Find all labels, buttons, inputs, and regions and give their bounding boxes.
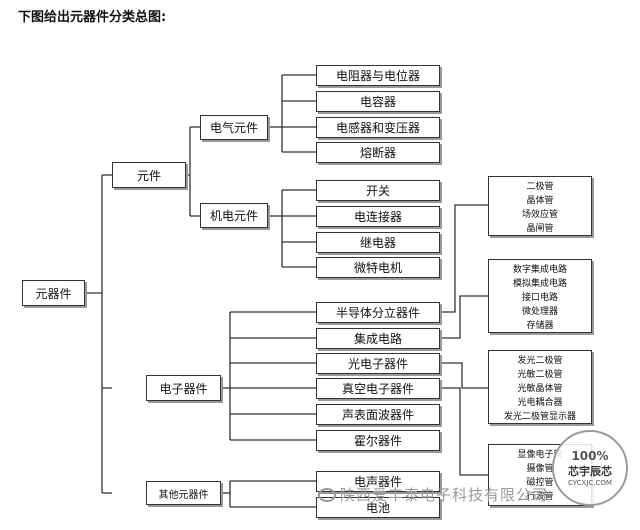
- hall-device-box: 霍尔器件: [316, 430, 440, 451]
- connector-box: 电连接器: [316, 206, 440, 227]
- capacitor-box: 电容器: [316, 91, 440, 112]
- list-item: 摄像管: [526, 464, 554, 474]
- list-item: 晶闸管: [526, 224, 554, 234]
- inductor-box: 电感器和变压器: [316, 117, 440, 138]
- list-item: 磁控管: [526, 478, 554, 488]
- discrete-semiconductor-box: 半导体分立器件: [316, 302, 440, 323]
- vacuum-device-box: 真空电子器件: [316, 378, 440, 399]
- electronic-device-box: 电子器件: [146, 375, 221, 401]
- watermark-text: 陕西爱丰泰电子科技有限公司: [340, 486, 549, 504]
- list-item: 二极管: [526, 182, 554, 192]
- watermark: 陕西爱丰泰电子科技有限公司: [318, 484, 548, 505]
- list-item: 发光二极管: [517, 356, 563, 366]
- list-item: 发光二极管显示器: [503, 412, 576, 422]
- stamp-brand: 芯宇辰芯: [568, 465, 612, 478]
- list-item: 数字集成电路: [512, 265, 567, 275]
- list-item: 晶体管: [526, 196, 554, 206]
- list-item: 光敏二极管: [517, 370, 563, 380]
- switch-box: 开关: [316, 180, 440, 201]
- list-item: 行波管: [526, 492, 554, 502]
- optoelectronic-list: 发光二极管 光敏二极管 光敏晶体管 光电耦合器 发光二极管显示器: [488, 350, 592, 424]
- list-item: 显像电子管: [517, 450, 563, 460]
- electrical-component-box: 电气元件: [200, 115, 268, 140]
- integrated-circuit-box: 集成电路: [316, 328, 440, 349]
- electromechanical-component-box: 机电元件: [200, 203, 268, 228]
- stamp-percent: 100%: [571, 449, 609, 463]
- micro-motor-box: 微特电机: [316, 257, 440, 278]
- page-heading: 下图给出元器件分类总图:: [18, 10, 167, 25]
- component-box: 元件: [112, 162, 186, 188]
- relay-box: 继电器: [316, 232, 440, 253]
- integrated-circuit-list: 数字集成电路 模拟集成电路 接口电路 微处理器 存储器: [488, 259, 592, 333]
- other-component-box: 其他元器件: [146, 481, 221, 505]
- list-item: 光敏晶体管: [517, 384, 563, 394]
- list-item: 微处理器: [521, 307, 558, 317]
- stamp-site: CYCXJC.COM: [568, 479, 612, 487]
- resistor-box: 电阻器与电位器: [316, 65, 440, 86]
- fuse-box: 熔断器: [316, 142, 440, 163]
- saw-device-box: 声表面波器件: [316, 404, 440, 425]
- list-item: 模拟集成电路: [512, 279, 567, 289]
- list-item: 存储器: [526, 321, 554, 331]
- optoelectronic-device-box: 光电子器件: [316, 353, 440, 374]
- list-item: 光电耦合器: [517, 398, 563, 408]
- list-item: 接口电路: [521, 293, 558, 303]
- list-item: 场效应管: [521, 210, 558, 220]
- quality-stamp: 100% 芯宇辰芯 CYCXJC.COM: [552, 430, 628, 506]
- semiconductor-list: 二极管 晶体管 场效应管 晶闸管: [488, 176, 592, 236]
- battery-box: 电池: [316, 497, 440, 518]
- root-component-box: 元器件: [22, 280, 85, 306]
- electroacoustic-device-box: 电声器件: [316, 471, 440, 492]
- wechat-icon: [318, 487, 336, 502]
